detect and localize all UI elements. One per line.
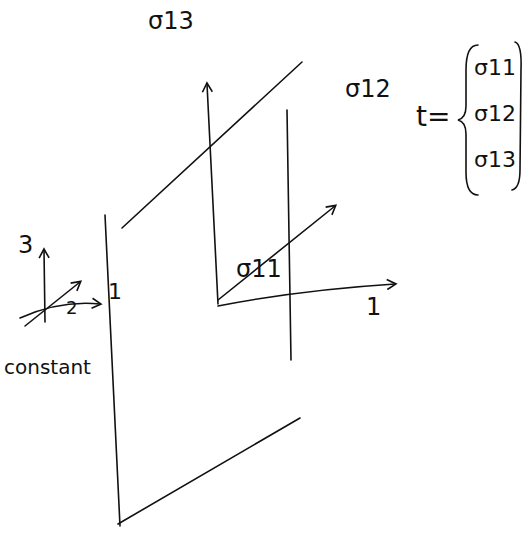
axis-arrow (20, 303, 100, 318)
axis-arrow (25, 282, 80, 326)
axis-label: 1 (366, 294, 381, 320)
stress-label: σ13 (148, 8, 194, 34)
axis-label: 1 (108, 280, 122, 304)
plane-edge (122, 62, 302, 228)
stress-label: σ11 (236, 256, 282, 282)
vector-label: t= (416, 102, 450, 133)
note-label: constant (4, 356, 91, 378)
vector-component: σ13 (474, 148, 516, 172)
stress-label: σ12 (345, 76, 391, 102)
stress-arrow (207, 84, 218, 304)
vector-component: σ12 (474, 102, 516, 126)
axis-label: 2 (66, 298, 77, 318)
axis-label: 3 (18, 232, 33, 258)
stress-arrow (218, 206, 335, 300)
plane-edge (287, 110, 291, 360)
plane-edge (118, 418, 300, 524)
plane-edge (105, 215, 120, 526)
vector-component: σ11 (474, 56, 516, 80)
